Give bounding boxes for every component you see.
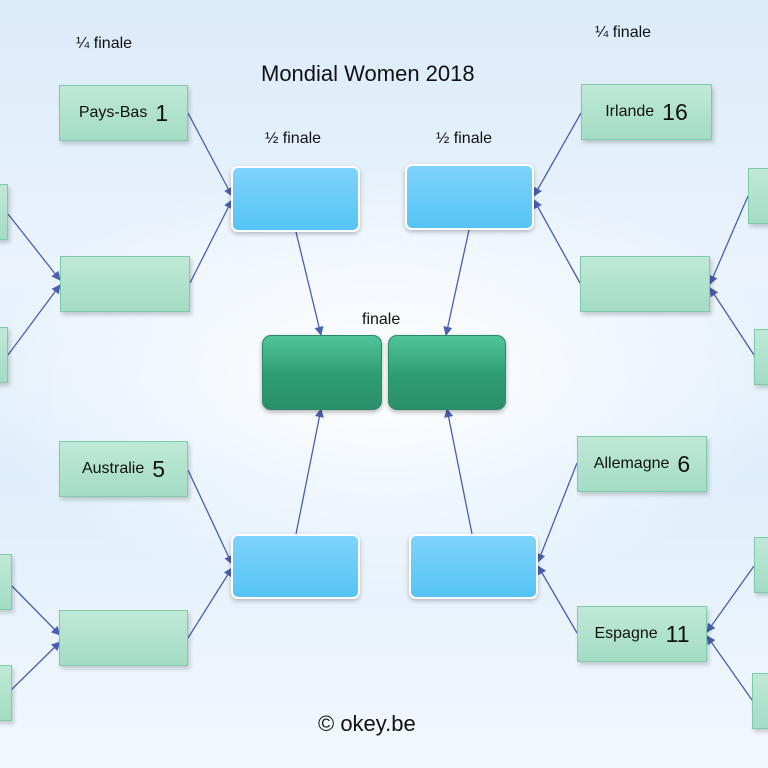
- team-box-top-right: Irlande 16: [581, 84, 712, 140]
- connector: [187, 567, 233, 639]
- team-name: Espagne: [594, 625, 658, 642]
- team-name: Irlande: [605, 103, 655, 120]
- semi-final-slot-bottom-right: [409, 534, 538, 599]
- team-seed: 11: [665, 620, 690, 647]
- semi-final-slot-top-left: [231, 166, 360, 232]
- connector: [706, 565, 755, 633]
- connector: [709, 287, 755, 356]
- semi-final-slot-top-right: [405, 164, 534, 230]
- final-label: finale: [362, 311, 401, 328]
- connector: [444, 408, 473, 535]
- connector: [533, 112, 582, 197]
- connector: [295, 231, 324, 336]
- diagram-title: Mondial Women 2018: [261, 61, 475, 86]
- round-of-16-slot: [0, 184, 8, 240]
- team-seed: 6: [677, 450, 691, 477]
- connector: [7, 641, 61, 694]
- connector: [295, 408, 324, 535]
- connector: [533, 199, 581, 284]
- semi-final-label-right: ½ finale: [436, 130, 493, 147]
- round-of-16-slot: [748, 168, 768, 224]
- team-box-bottom-right-lower: Espagne 11: [577, 606, 707, 662]
- team-seed: 16: [662, 98, 688, 125]
- team-box-top-left: Pays-Bas 1: [59, 85, 188, 141]
- team-box-bottom-right-upper: Allemagne 6: [577, 436, 707, 492]
- round-of-16-slot: [754, 537, 768, 593]
- connector: [537, 565, 578, 634]
- connector: [536, 462, 578, 563]
- connector: [7, 213, 61, 281]
- quarter-final-label-right: ¼ finale: [595, 24, 652, 41]
- round-of-16-slot: [0, 665, 12, 721]
- final-slot-left: [262, 335, 382, 410]
- semi-final-slot-bottom-left: [231, 534, 360, 599]
- round-of-16-slot: [0, 554, 12, 610]
- connector: [189, 199, 233, 284]
- connector: [7, 284, 61, 356]
- semi-final-label-left: ½ finale: [265, 130, 322, 147]
- connector: [187, 469, 233, 565]
- quarter-final-slot: [580, 256, 710, 312]
- final-slot-right: [388, 335, 506, 410]
- team-name: Allemagne: [593, 455, 670, 472]
- round-of-16-slot: [754, 329, 768, 385]
- connector: [709, 195, 749, 285]
- copyright-footer: © okey.be: [318, 711, 416, 736]
- team-name: Pays-Bas: [78, 104, 148, 121]
- connector: [7, 581, 61, 636]
- connector: [187, 112, 233, 197]
- quarter-final-slot: [59, 610, 188, 666]
- team-box-bottom-left: Australie 5: [59, 441, 188, 497]
- quarter-final-label-left: ¼ finale: [76, 35, 133, 52]
- team-seed: 1: [155, 99, 169, 126]
- connector: [706, 635, 753, 701]
- connector: [443, 229, 470, 336]
- team-name: Australie: [81, 460, 145, 477]
- team-seed: 5: [152, 455, 166, 482]
- round-of-16-slot: [752, 673, 768, 729]
- round-of-16-slot: [0, 327, 8, 383]
- quarter-final-slot: [60, 256, 190, 312]
